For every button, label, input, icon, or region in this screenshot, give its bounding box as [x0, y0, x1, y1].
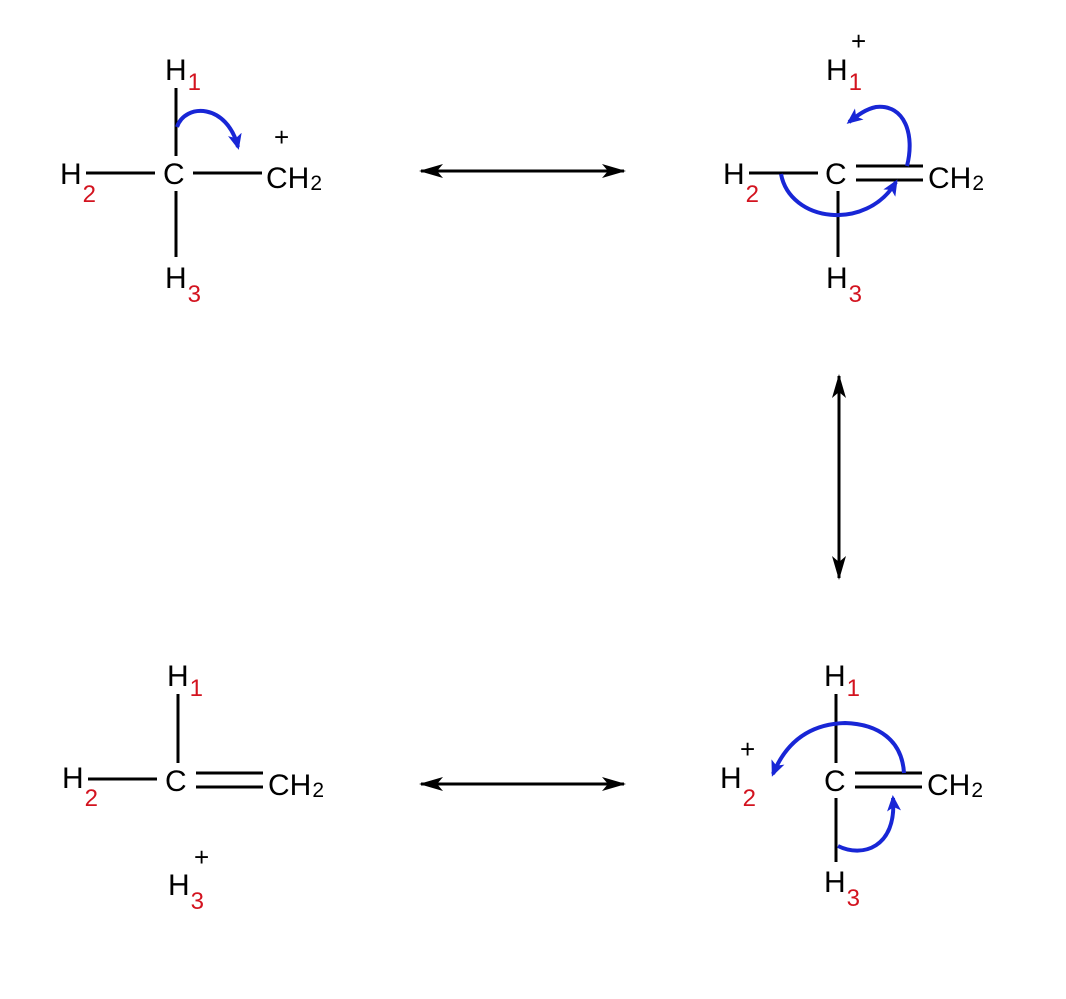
h2-atom: H2 [723, 158, 759, 208]
methylene-group: CH2 [266, 162, 322, 195]
h1-atom: H1 [826, 54, 862, 96]
structure-3-h3-cation: H1 H2 C CH2 H3 + [62, 660, 324, 915]
curved-arrow-icon [771, 720, 906, 777]
structure-2-h1-cation: H1 + H2 C CH2 H3 [723, 26, 984, 308]
h3-atom: H3 [165, 262, 201, 308]
h3-atom: H3 [168, 869, 204, 915]
positive-charge: + [851, 26, 866, 56]
structure-4-h2-cation: H1 H2 + C CH2 H3 [720, 660, 983, 912]
h1-atom: H1 [165, 54, 201, 96]
central-carbon-atom: C [163, 158, 185, 191]
h1-atom: H1 [824, 660, 860, 702]
h2-atom: H2 [62, 762, 98, 812]
h1-atom: H1 [167, 660, 203, 702]
central-carbon-atom: C [165, 765, 187, 798]
h2-atom: H2 [60, 158, 96, 208]
h3-atom: H3 [824, 866, 860, 912]
h2-atom: H2 [720, 762, 756, 812]
methylene-group: CH2 [928, 162, 984, 195]
h3-atom: H3 [826, 262, 862, 308]
structure-1-carbocation: H1 H2 C CH2 + H3 [60, 54, 322, 308]
curved-arrow-icon [837, 795, 902, 853]
methylene-group: CH2 [927, 769, 983, 802]
central-carbon-atom: C [824, 765, 846, 798]
positive-charge: + [194, 842, 209, 872]
curved-arrow-icon [846, 104, 912, 167]
methylene-group: CH2 [268, 769, 324, 802]
positive-charge: + [740, 734, 755, 764]
positive-charge: + [274, 122, 289, 152]
central-carbon-atom: C [825, 158, 847, 191]
curved-arrow-icon [779, 173, 898, 217]
curved-arrow-icon [175, 109, 242, 150]
